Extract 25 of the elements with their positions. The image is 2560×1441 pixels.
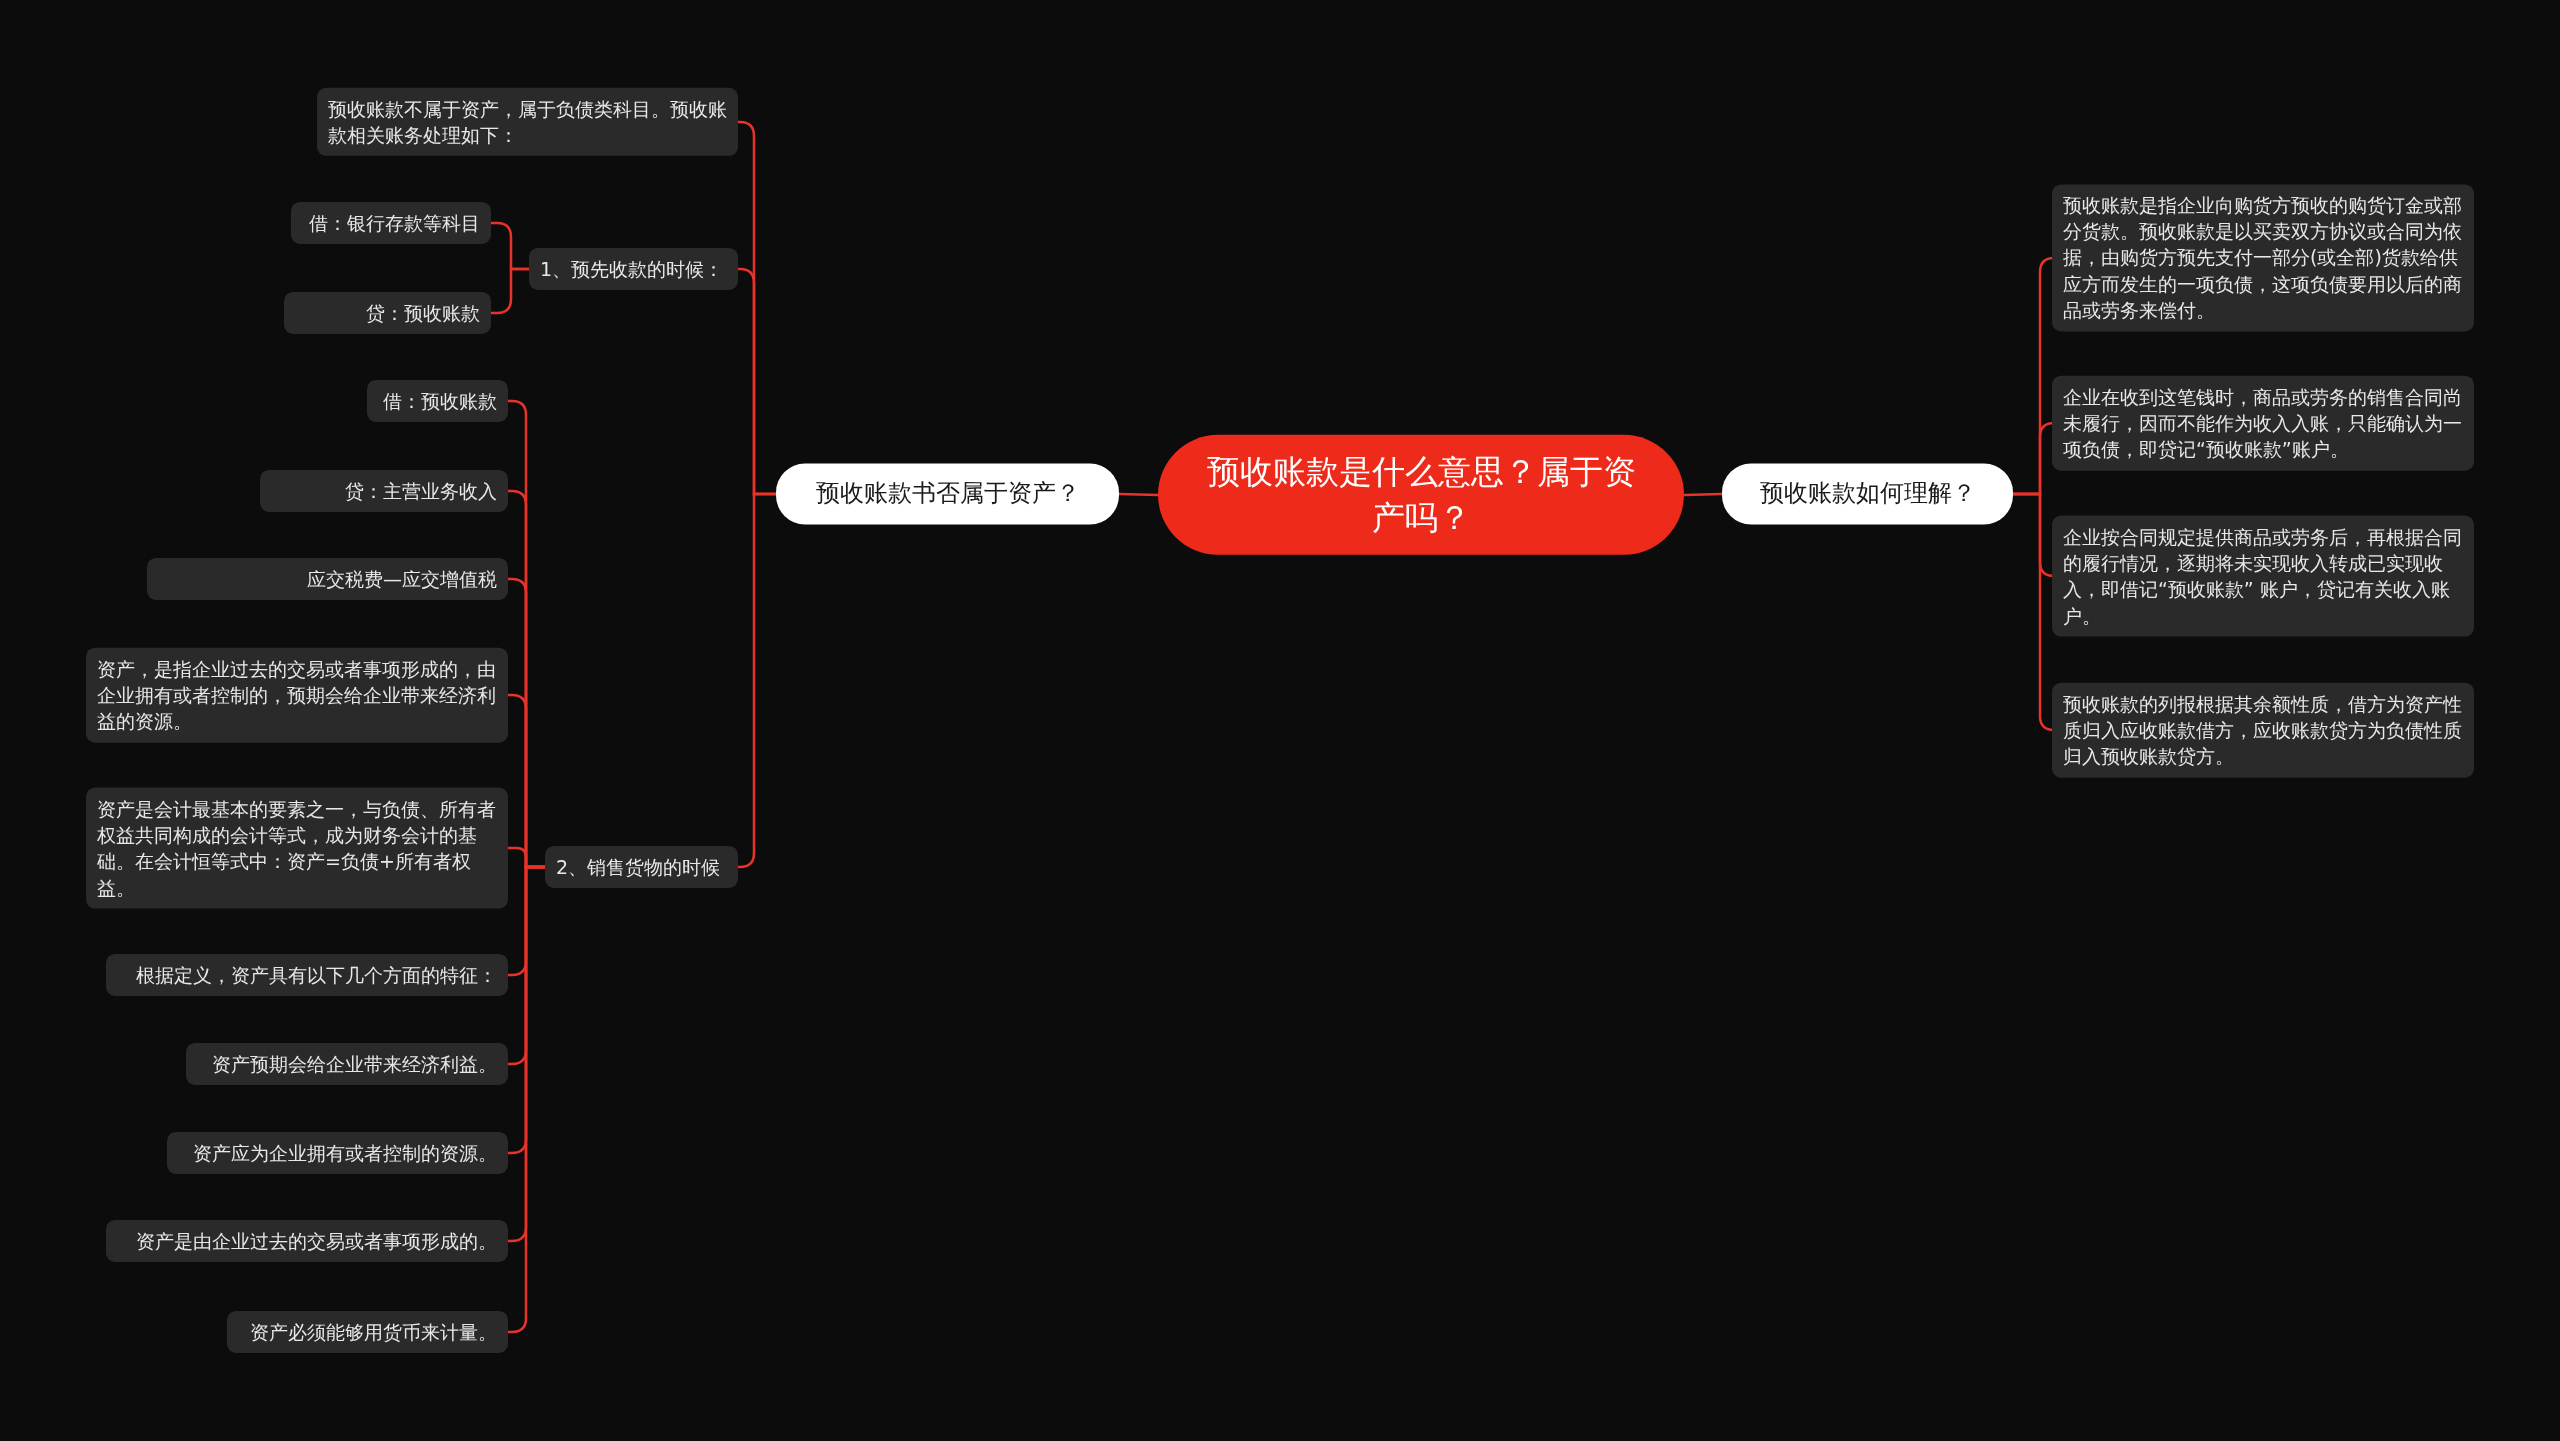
- note-box: 资产，是指企业过去的交易或者事项形成的，由企业拥有或者控制的，预期会给企业带来经济利益的资源。: [86, 647, 508, 743]
- note-box: 预收账款的列报根据其余额性质，借方为资产性质归入应收账款借方，应收账款贷方为负债性质归入预收账款贷方。: [2052, 682, 2474, 778]
- note-box: 资产是由企业过去的交易或者事项形成的。: [106, 1219, 508, 1263]
- note-box: 贷：主营业务收入: [260, 469, 508, 513]
- note-box: 贷：预收账款: [284, 291, 491, 335]
- note-box: 资产必须能够用货币来计量。: [227, 1310, 508, 1354]
- connector-line: [1683, 492, 1723, 497]
- branch-box: 预收账款如何理解？: [1722, 463, 2013, 525]
- note-box: 预收账款不属于资产，属于负债类科目。预收账款相关账务处理如下：: [317, 87, 738, 157]
- note-box: 资产是会计最基本的要素之一，与负债、所有者权益共同构成的会计等式，成为财务会计的基础。在会计恒等式中：资产=负债+所有者权益。: [86, 787, 508, 909]
- note-box: 借：银行存款等科目: [291, 201, 491, 245]
- note-box: 根据定义，资产具有以下几个方面的特征：: [106, 953, 508, 997]
- note-box: 2、销售货物的时候: [545, 845, 738, 889]
- topic-box: 预收账款是什么意思？属于资产吗？: [1158, 434, 1684, 556]
- branch-box: 预收账款书否属于资产？: [776, 463, 1119, 525]
- note-box: 预收账款是指企业向购货方预收的购货订金或部分货款。预收账款是以买卖双方协议或合同为依据，由购货方预先支付一部分(或全部)货款给供应方而发生的一项负债，这项负债要用以后的商品或劳务来偿付。: [2052, 184, 2474, 332]
- note-box: 借：预收账款: [367, 379, 508, 423]
- note-box: 企业按合同规定提供商品或劳务后，再根据合同的履行情况，逐期将未实现收入转成已实现收入，即借记“预收账款” 账户，贷记有关收入账户。: [2052, 515, 2474, 637]
- note-box: 企业在收到这笔钱时，商品或劳务的销售合同尚未履行，因而不能作为收入入账，只能确认为一项负债，即贷记“预收账款”账户。: [2052, 375, 2474, 471]
- connector-line: [491, 267, 529, 315]
- note-box: 1、预先收款的时候：: [529, 247, 738, 291]
- connector-line: [1118, 492, 1159, 497]
- note-box: 资产应为企业拥有或者控制的资源。: [167, 1131, 508, 1175]
- note-box: 应交税费—应交增值税: [147, 557, 508, 601]
- note-box: 资产预期会给企业带来经济利益。: [186, 1042, 508, 1086]
